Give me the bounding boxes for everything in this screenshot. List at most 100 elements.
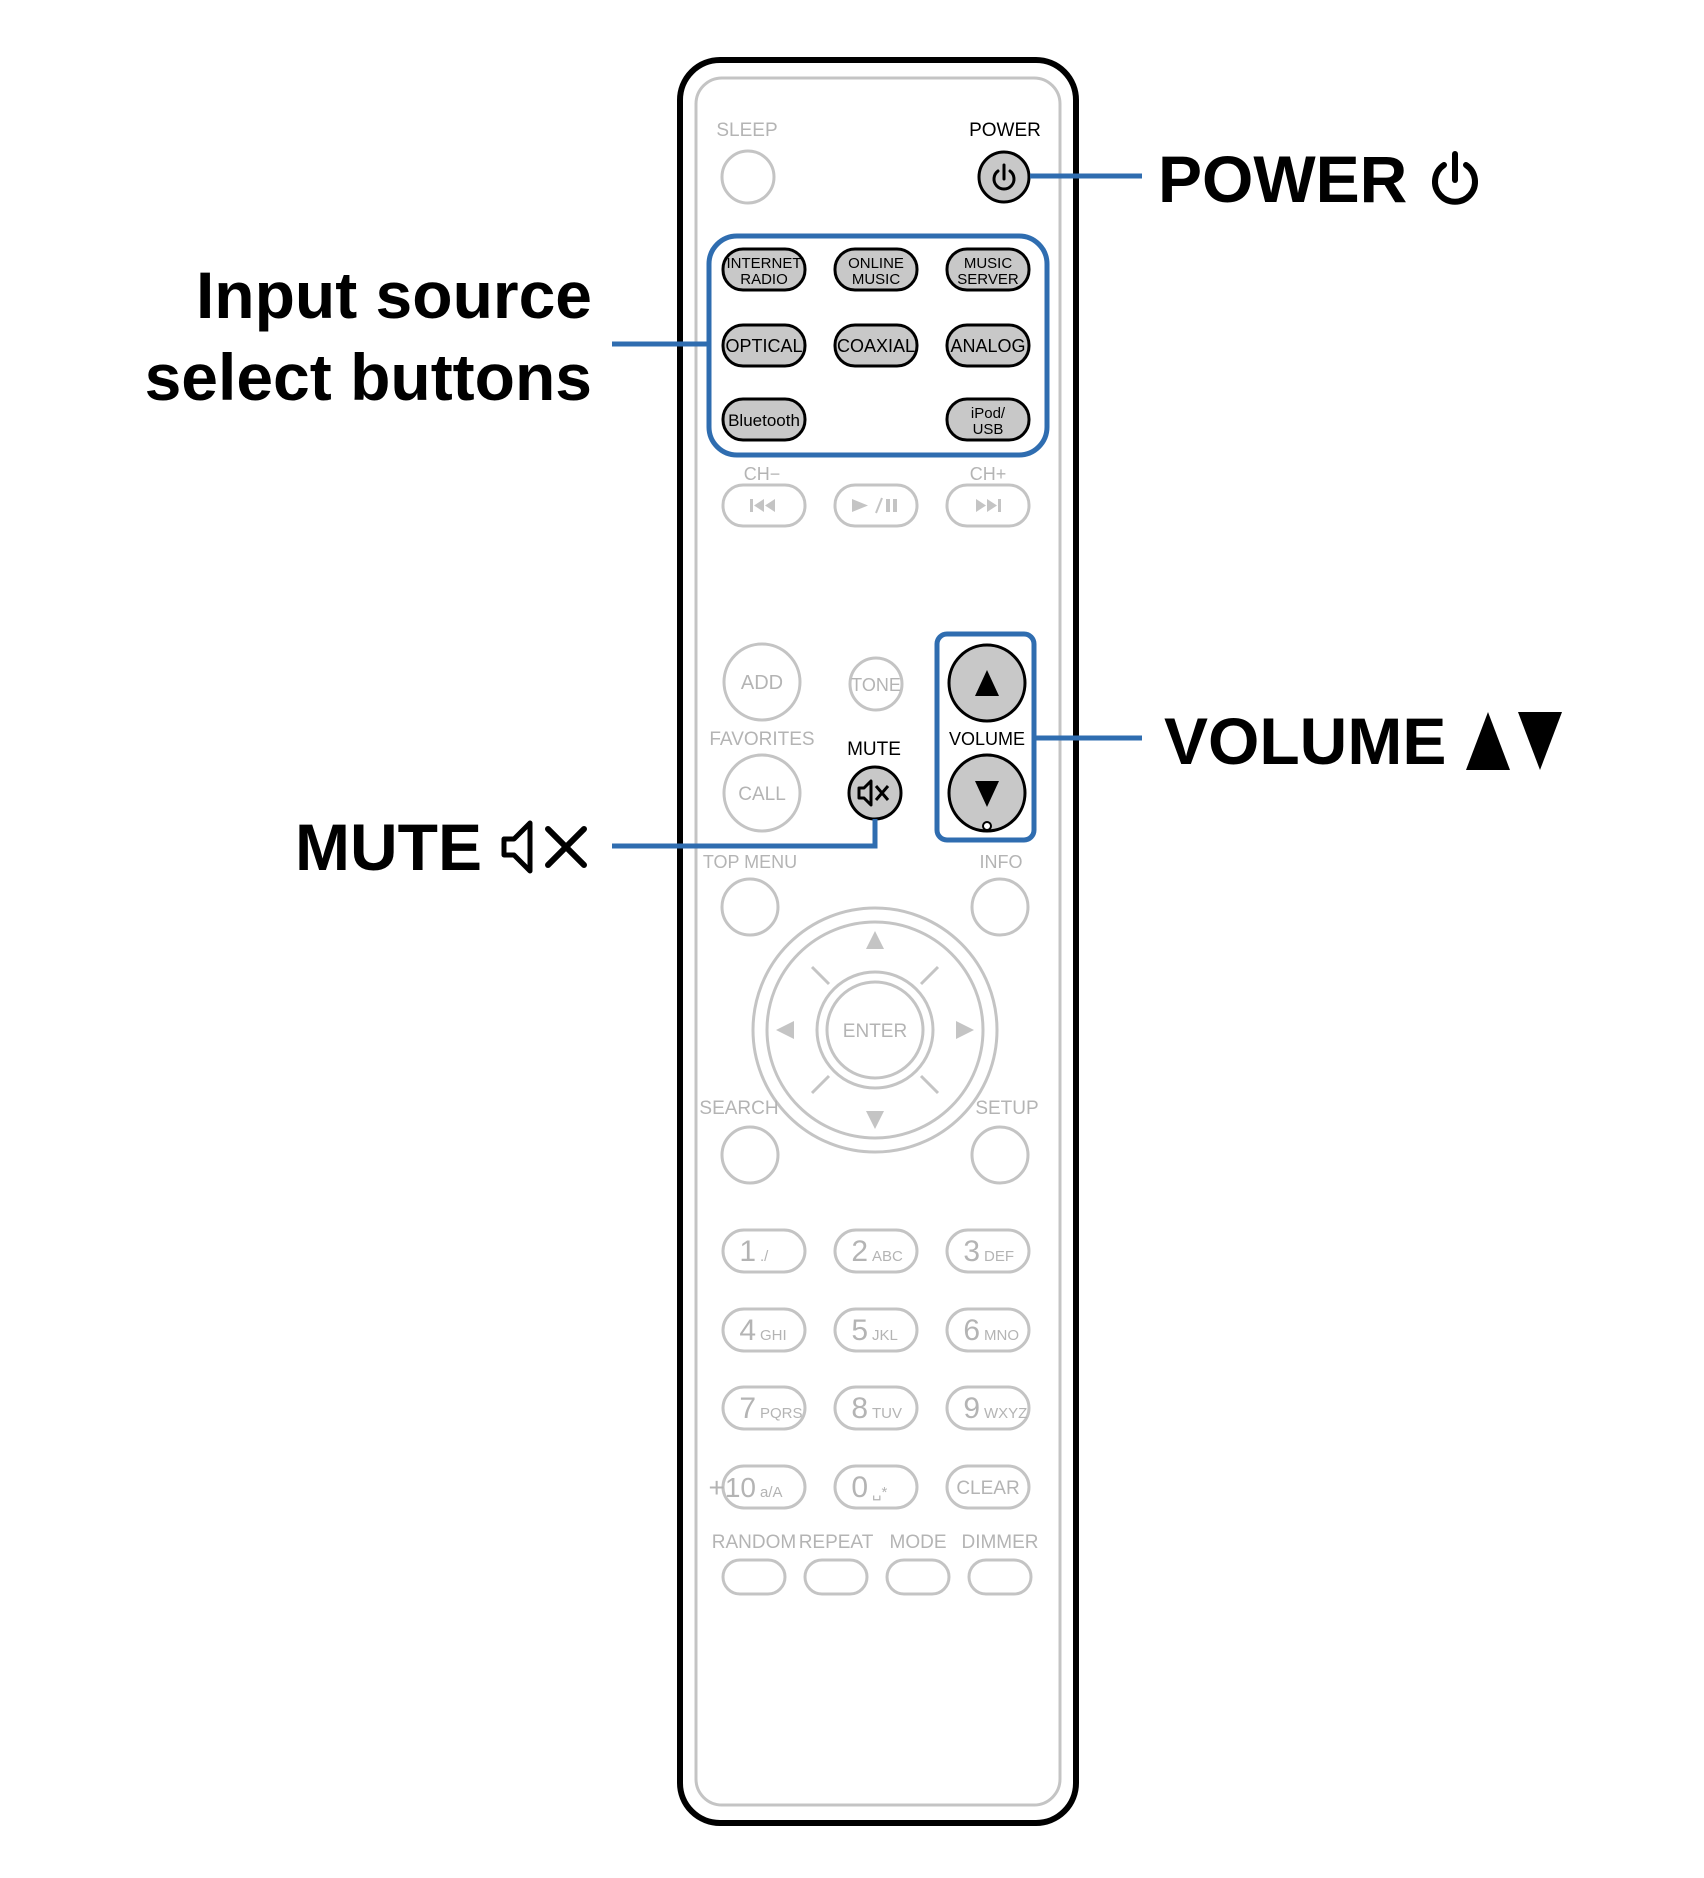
enter-button[interactable]: ENTER bbox=[829, 984, 921, 1076]
online-music-label-2: MUSIC bbox=[852, 271, 901, 288]
mute-callout-line bbox=[612, 819, 878, 849]
volume-callout-text: VOLUME bbox=[1164, 704, 1447, 778]
key-sublabel: TUV bbox=[872, 1405, 902, 1422]
music-server-label-1: MUSIC bbox=[964, 255, 1013, 272]
nav-left-button[interactable] bbox=[776, 1021, 794, 1039]
enter-label: ENTER bbox=[843, 1021, 907, 1042]
key-label: 0 bbox=[851, 1471, 868, 1504]
ipod-usb-label-1: iPod/ bbox=[971, 405, 1006, 422]
power-button[interactable] bbox=[977, 150, 1031, 204]
key-sublabel: MNO bbox=[984, 1327, 1019, 1344]
play-pause-button[interactable] bbox=[833, 483, 919, 528]
input-source-callout-line1: Input source bbox=[195, 258, 592, 332]
mode-button[interactable] bbox=[885, 1558, 951, 1596]
music-server-button[interactable]: MUSIC SERVER bbox=[945, 247, 1031, 292]
volume-label: VOLUME bbox=[949, 729, 1025, 749]
key-0-button[interactable]: 0␣* bbox=[833, 1464, 919, 1510]
key-label: 1 bbox=[739, 1235, 756, 1268]
online-music-button[interactable]: ONLINE MUSIC bbox=[833, 247, 919, 292]
key-label: 6 bbox=[963, 1314, 980, 1347]
key-clear-button[interactable]: CLEAR bbox=[945, 1464, 1031, 1510]
mute-label: MUTE bbox=[847, 739, 901, 760]
key-label: CLEAR bbox=[956, 1478, 1019, 1499]
down-triangle-icon bbox=[975, 781, 999, 807]
random-label: RANDOM bbox=[712, 1532, 796, 1553]
dimmer-button[interactable] bbox=[967, 1558, 1033, 1596]
key-sublabel: GHI bbox=[760, 1327, 787, 1344]
key-label: 2 bbox=[851, 1235, 868, 1268]
call-label: CALL bbox=[738, 784, 786, 805]
mute-callout: MUTE bbox=[295, 814, 592, 880]
add-button[interactable]: ADD bbox=[722, 642, 802, 722]
volume-callout: VOLUME bbox=[1164, 708, 1564, 774]
power-icon bbox=[992, 163, 1016, 191]
ipod-usb-label-2: USB bbox=[973, 421, 1004, 438]
setup-label: SETUP bbox=[975, 1098, 1038, 1119]
key-label: 8 bbox=[851, 1392, 868, 1425]
dimmer-label: DIMMER bbox=[961, 1532, 1038, 1553]
key-label: 4 bbox=[739, 1314, 756, 1347]
key-label: +10 bbox=[709, 1472, 757, 1503]
sleep-label: SLEEP bbox=[716, 120, 777, 141]
bluetooth-button[interactable]: Bluetooth bbox=[721, 397, 807, 442]
repeat-button[interactable] bbox=[803, 1558, 869, 1596]
skip-forward-icon bbox=[976, 499, 1001, 512]
key-1-button[interactable]: 1./ bbox=[721, 1228, 807, 1274]
previous-button[interactable] bbox=[721, 483, 807, 528]
power-label: POWER bbox=[969, 120, 1041, 141]
search-button[interactable] bbox=[720, 1125, 780, 1185]
remote-inner-body bbox=[694, 76, 1062, 1807]
mute-callout-text: MUTE bbox=[295, 810, 482, 884]
analog-button[interactable]: ANALOG bbox=[945, 323, 1031, 368]
speaker-mute-icon bbox=[501, 820, 587, 874]
key-label: 5 bbox=[851, 1314, 868, 1347]
top-menu-button[interactable] bbox=[720, 877, 780, 937]
coaxial-label: COAXIAL bbox=[837, 336, 915, 356]
online-music-label-1: ONLINE bbox=[848, 255, 904, 272]
volume-up-button[interactable] bbox=[947, 643, 1027, 723]
power-callout: POWER bbox=[1158, 146, 1483, 212]
optical-label: OPTICAL bbox=[725, 336, 802, 356]
nav-down-button[interactable] bbox=[866, 1111, 884, 1129]
key-sublabel: DEF bbox=[984, 1248, 1014, 1265]
coaxial-button[interactable]: COAXIAL bbox=[833, 323, 919, 368]
setup-button[interactable] bbox=[970, 1125, 1030, 1185]
optical-button[interactable]: OPTICAL bbox=[721, 323, 807, 368]
music-server-label-2: SERVER bbox=[957, 271, 1019, 288]
random-button[interactable] bbox=[721, 1558, 787, 1596]
sleep-button[interactable] bbox=[720, 149, 776, 205]
volume-down-button[interactable] bbox=[947, 753, 1027, 833]
input-source-callout-line2: select buttons bbox=[144, 340, 592, 414]
repeat-label: REPEAT bbox=[799, 1532, 874, 1553]
power-icon bbox=[1432, 151, 1479, 205]
nav-up-button[interactable] bbox=[866, 931, 884, 949]
info-button[interactable] bbox=[970, 877, 1030, 937]
key-sublabel: ␣* bbox=[872, 1484, 888, 1501]
key-label: 3 bbox=[963, 1235, 980, 1268]
tone-button[interactable]: TONE bbox=[848, 656, 904, 712]
analog-label: ANALOG bbox=[950, 336, 1025, 356]
key-sublabel: ./ bbox=[760, 1248, 769, 1265]
ipod-usb-button[interactable]: iPod/ USB bbox=[945, 397, 1031, 442]
call-button[interactable]: CALL bbox=[722, 753, 802, 833]
mute-button[interactable] bbox=[847, 765, 903, 821]
next-button[interactable] bbox=[945, 483, 1031, 528]
up-down-triangles-icon bbox=[1466, 712, 1563, 770]
internet-radio-button[interactable]: INTERNET RADIO bbox=[721, 247, 807, 292]
nav-right-button[interactable] bbox=[956, 1021, 974, 1039]
key-sublabel: JKL bbox=[872, 1327, 898, 1344]
mode-label: MODE bbox=[890, 1532, 947, 1553]
key-sublabel: ABC bbox=[872, 1248, 903, 1265]
